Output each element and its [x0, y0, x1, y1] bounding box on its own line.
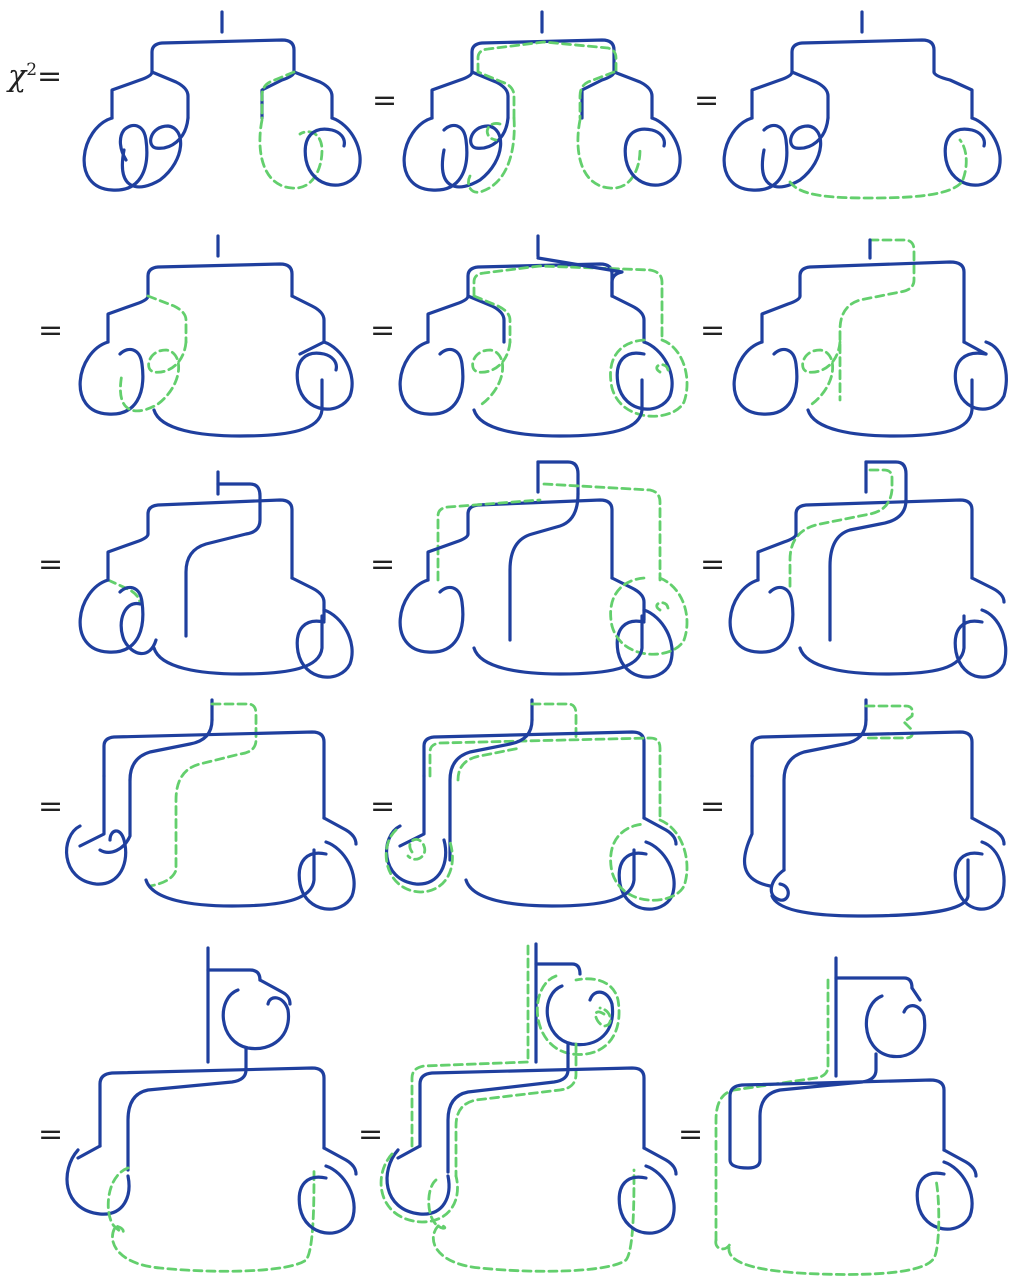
diagram-panel-r4-c3 [745, 700, 1004, 916]
diagram-panel-r5-c3 [716, 958, 976, 1274]
diagram-panel-r2-c3 [734, 240, 1006, 436]
diagram-panel-r3-c2 [400, 462, 687, 677]
diagram-panel-r3-c1 [80, 472, 352, 677]
diagram-panel-r2-c1 [80, 236, 352, 436]
diagram-panel-r4-c2 [386, 700, 687, 909]
diagram-panel-r4-c1 [67, 700, 356, 909]
diagram-panel-r1-c1 [84, 12, 360, 190]
diagram-panel-r1-c3 [724, 12, 1000, 198]
diagram-panel-r2-c2 [400, 236, 687, 436]
diagram-panel-r1-c2 [404, 12, 680, 192]
diagram-panel-r3-c3 [730, 462, 1006, 677]
diagram-panel-r5-c2 [381, 944, 676, 1271]
diagram-panel-r5-c1 [67, 948, 356, 1271]
